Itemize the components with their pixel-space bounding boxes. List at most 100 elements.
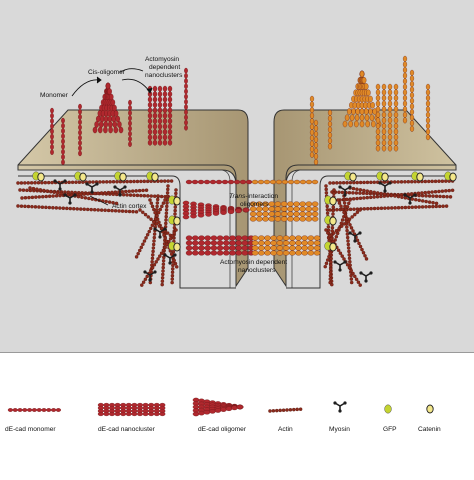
monomer-right-4 xyxy=(425,83,431,141)
myosin-left-5 xyxy=(163,253,177,265)
monomer-right-2 xyxy=(402,55,408,124)
monomer-left-2 xyxy=(78,103,82,157)
myosin-left-0 xyxy=(53,179,67,191)
adhesion-diagram: Monomer Cis-oligomer Actomyosin dependen… xyxy=(16,55,457,289)
label-cis-oligomer: Cis-oligomer xyxy=(88,69,126,76)
diagram-panel: Monomer Cis-oligomer Actomyosin dependen… xyxy=(0,0,474,352)
catenin-left-0 xyxy=(37,172,45,182)
trans-nanocluster-red-3 xyxy=(185,250,255,256)
myosin-left-4 xyxy=(153,227,167,239)
cadherin-molecules xyxy=(50,55,431,256)
catenin-right-3 xyxy=(449,172,457,182)
label-actomyosin-top-2: dependent xyxy=(149,64,180,71)
legend-label-gfp: GFP xyxy=(383,426,397,433)
catenin-right-0 xyxy=(349,172,357,182)
trans-nanocluster-red-0 xyxy=(185,235,255,241)
nanocluster-right-2 xyxy=(387,83,393,152)
gfp-icon xyxy=(384,404,392,414)
monomer-left-3 xyxy=(184,67,188,131)
trans-oligomer-orange-0 xyxy=(249,201,319,207)
catenin-right-2 xyxy=(416,172,424,182)
oligomer-fan-icon xyxy=(192,397,244,417)
myosin-left-2 xyxy=(63,193,77,205)
trans-oligomer-orange-3 xyxy=(249,216,319,222)
actin-right-v-4 xyxy=(326,208,362,240)
legend: dE-cad monomer dE-cad nanocluster dE-cad… xyxy=(5,397,441,433)
actin-right-v-5 xyxy=(324,228,362,287)
legend-label-oligomer: dE-cad oligomer xyxy=(198,426,247,433)
monomer-chain-icon xyxy=(7,408,61,412)
myosin-right-0 xyxy=(338,185,352,197)
myosin-right-5 xyxy=(359,271,373,283)
myosin-right-4 xyxy=(333,260,347,272)
nanocluster-right-0 xyxy=(375,83,381,152)
trans-oligomer-orange-2 xyxy=(249,211,319,217)
cis-oligomer-right xyxy=(342,70,382,128)
nanocluster-left-3 xyxy=(162,85,168,146)
nanocluster-left-4 xyxy=(167,85,173,146)
monomer-right-3 xyxy=(409,69,415,132)
monomer-left-1 xyxy=(61,117,65,165)
nanocluster-left-2 xyxy=(157,85,163,146)
left-cell-membrane xyxy=(17,109,249,289)
actin-right-h-4 xyxy=(348,186,439,206)
monomer-right-1 xyxy=(313,119,319,165)
label-trans-italic: Trans xyxy=(229,193,246,200)
actin-right-v-6 xyxy=(336,198,369,261)
trans-oligomer-orange-1 xyxy=(249,206,319,212)
myosin-right-3 xyxy=(348,231,362,243)
trans-nanocluster-orange-3 xyxy=(251,250,321,256)
myosin-left-3 xyxy=(113,185,127,197)
cis-oligomer-left xyxy=(92,82,124,134)
right-actin-cortex xyxy=(323,179,455,287)
trans-nanocluster-orange-0 xyxy=(251,235,321,241)
monomer-right-5 xyxy=(327,109,333,150)
catenin-right-1 xyxy=(381,172,389,182)
label-actomyosin-top-3: nanoclusters xyxy=(145,72,183,79)
label-actomyosin-bottom-1: Actomyosin dependent xyxy=(220,259,287,266)
transition-arrows xyxy=(71,68,153,97)
trans-nanocluster-orange-2 xyxy=(251,245,321,251)
nanocluster-right-3 xyxy=(393,83,399,152)
trans-monomer-orange xyxy=(251,179,319,185)
myosin-icon xyxy=(333,401,347,413)
nanocluster-left-1 xyxy=(152,85,158,146)
trans-nanocluster-red-1 xyxy=(185,240,255,246)
myosin-right-2 xyxy=(403,193,417,205)
label-monomer: Monomer xyxy=(40,92,69,99)
catenin-left-2 xyxy=(119,172,127,182)
legend-icons xyxy=(7,397,434,417)
trans-nanocluster-orange-1 xyxy=(251,240,321,246)
label-trans-oligomers: oligomers xyxy=(240,201,269,208)
catenin-left-5 xyxy=(173,216,181,226)
nanocluster-left-0 xyxy=(147,85,153,146)
trans-nanocluster-red-2 xyxy=(185,245,255,251)
catenin-right-6 xyxy=(329,242,337,252)
legend-panel: dE-cad monomer dE-cad nanocluster dE-cad… xyxy=(0,352,474,475)
actin-right-h-3 xyxy=(328,204,449,212)
label-trans-interaction: Trans-interaction xyxy=(229,193,278,200)
actin-left-v-6 xyxy=(134,198,167,259)
trans-oligomer-red xyxy=(182,200,250,220)
legend-label-catenin: Catenin xyxy=(418,426,441,433)
actin-filament-icon xyxy=(268,407,303,413)
monomer-left-0 xyxy=(50,107,54,155)
actin-right-h-0 xyxy=(328,179,455,185)
monomer-right-0 xyxy=(309,95,315,158)
catenin-left-6 xyxy=(173,242,181,252)
label-actomyosin-bottom-2: nanoclusters xyxy=(238,267,276,274)
label-trans-rest: -interaction xyxy=(245,193,278,200)
catenin-left-4 xyxy=(173,196,181,206)
actin-left-h-3 xyxy=(16,204,139,214)
legend-label-nanocluster: dE-cad nanocluster xyxy=(98,426,156,433)
pointer-actin-cortex xyxy=(89,195,109,206)
label-actin-cortex: Actin cortex xyxy=(112,203,147,210)
catenin-left-1 xyxy=(79,172,87,182)
myosin-left-6 xyxy=(143,270,157,282)
legend-label-myosin: Myosin xyxy=(329,426,350,433)
trans-monomer-red xyxy=(185,179,253,185)
nanocluster-right-1 xyxy=(381,83,387,152)
monomer-left-4 xyxy=(128,99,132,147)
label-actomyosin-top-1: Actomyosin xyxy=(145,56,179,63)
